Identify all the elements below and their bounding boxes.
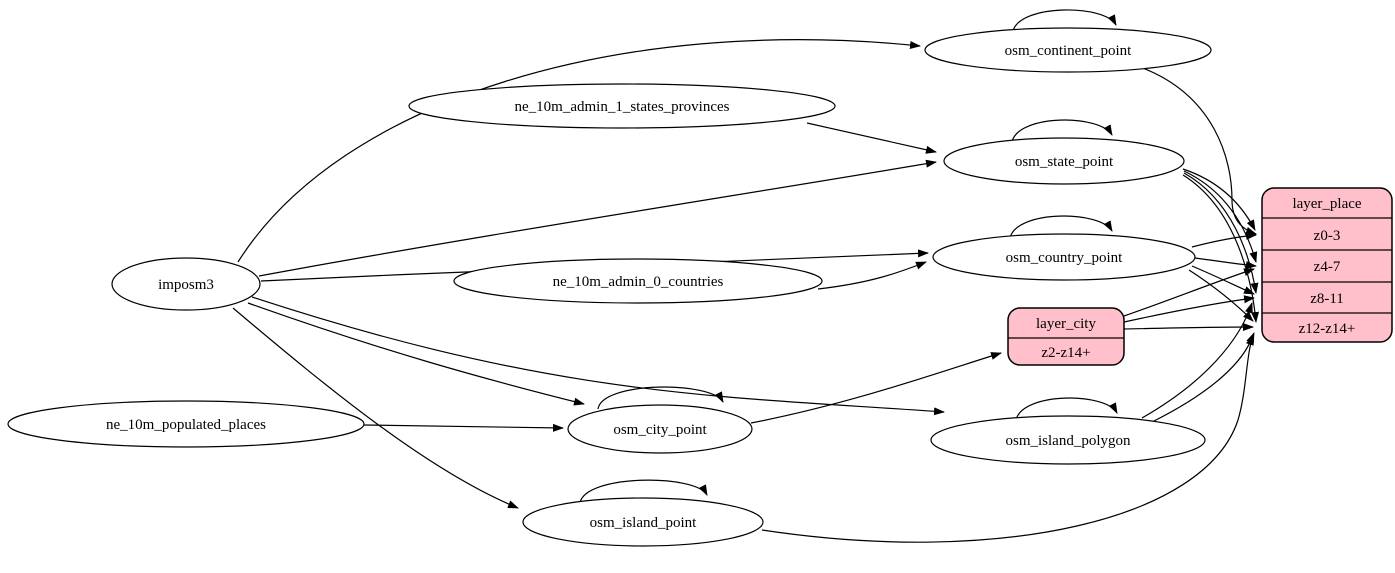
self-loop-osm-country-point — [1009, 215, 1113, 239]
ne-10m-admin-0-shape — [453, 258, 823, 304]
layer-city-row-z2-z14: z2-z14+ — [1041, 345, 1090, 361]
osm-state-point-label: osm_state_point — [1015, 154, 1114, 170]
osm-country-point-label: osm_country_point — [1006, 250, 1123, 266]
edge-country-layerplace-z4-7 — [1194, 257, 1257, 269]
layer-place-record: layer_place z0-3 z4-7 z8-11 z12-z14+ — [1261, 187, 1393, 343]
self-loop-osm-continent-point — [1012, 9, 1117, 32]
osm-island-polygon-shape — [930, 415, 1206, 465]
self-loop-osm-state-point — [1011, 119, 1113, 143]
osm-city-point-node: osm_city_point — [567, 404, 753, 454]
layer-place-row-z0-3: z0-3 — [1314, 228, 1341, 244]
edge-country-layerplace-z8-11 — [1191, 265, 1255, 295]
ne-10m-populated-places-label: ne_10m_populated_places — [106, 417, 266, 433]
layer-place-row-z8-11: z8-11 — [1310, 291, 1344, 307]
edge-imposm3-osm-state-point — [258, 159, 937, 277]
edges — [232, 9, 1260, 543]
edge-islandpoint-layerplace-z12-z14 — [761, 332, 1255, 543]
osm-continent-point-label: osm_continent_point — [1005, 43, 1132, 59]
edge-layercity-layerplace-z8-11 — [1123, 295, 1255, 323]
edge-country-layerplace-z12-z14 — [1188, 269, 1254, 322]
edge-ne-admin1-osm-state-point — [806, 122, 937, 154]
osm-island-polygon-label: osm_island_polygon — [1005, 433, 1131, 449]
osm-state-point-node: osm_state_point — [943, 137, 1185, 185]
ne-10m-populated-places-node: ne_10m_populated_places — [7, 400, 365, 448]
edge-state-layerplace-z0-3 — [1182, 168, 1256, 231]
layer-place-box — [1261, 187, 1393, 343]
layer-city-box — [1007, 307, 1125, 366]
layer-place-title: layer_place — [1292, 196, 1361, 212]
edge-layercity-layerplace-z12-z14 — [1123, 323, 1254, 332]
osm-island-polygon-node: osm_island_polygon — [930, 415, 1206, 465]
ne-10m-populated-places-shape — [7, 400, 365, 448]
osm-country-point-node: osm_country_point — [932, 233, 1196, 281]
self-loop-osm-island-polygon — [1015, 397, 1118, 421]
imposm3-label: imposm3 — [158, 277, 214, 293]
edge-islandpolygon-layerplace-z12-z14 — [1151, 334, 1254, 423]
edge-layercity-layerplace-z4-7 — [1123, 268, 1255, 317]
ne-10m-admin-0-countries-node: ne_10m_admin_0_countries — [453, 258, 823, 304]
edge-ne-populated-osm-city-point — [363, 423, 564, 432]
layer-city-record: layer_city z2-z14+ — [1007, 307, 1125, 366]
osm-island-point-label: osm_island_point — [590, 515, 698, 531]
ne-10m-admin-1-shape — [408, 83, 836, 129]
ne-10m-admin-0-label: ne_10m_admin_0_countries — [553, 274, 724, 290]
osm-continent-point-node: osm_continent_point — [924, 27, 1212, 73]
edge-ne-admin0-osm-country-point — [817, 261, 927, 290]
imposm3-shape — [111, 257, 261, 311]
edge-state-layerplace-z4-7 — [1183, 170, 1258, 263]
edge-islandpolygon-layerplace-z8-11 — [1141, 302, 1253, 419]
nodes: imposm3 ne_10m_admin_1_states_provinces … — [7, 27, 1212, 547]
osm-island-point-shape — [522, 497, 764, 547]
osm-city-point-shape — [567, 404, 753, 454]
osm-city-point-label: osm_city_point — [613, 422, 707, 438]
layer-place-row-z4-7: z4-7 — [1314, 259, 1341, 275]
edge-imposm3-osm-continent-point — [237, 39, 921, 263]
osm-continent-point-shape — [924, 27, 1212, 73]
edge-imposm3-osm-city-point — [247, 302, 585, 406]
edge-imposm3-osm-island-polygon — [251, 296, 945, 416]
osm-island-point-node: osm_island_point — [522, 497, 764, 547]
self-loop-osm-island-point — [579, 479, 708, 504]
edge-citypoint-layercity-z2-z14 — [750, 352, 1002, 424]
ne-10m-admin-1-label: ne_10m_admin_1_states_provinces — [515, 99, 730, 115]
osm-country-point-shape — [932, 233, 1196, 281]
self-loop-osm-city-point — [597, 386, 724, 410]
edge-country-layerplace-z0-3 — [1191, 231, 1257, 248]
edge-state-layerplace-z8-11 — [1183, 172, 1259, 294]
osm-state-point-shape — [943, 137, 1185, 185]
edge-state-layerplace-z12-z14 — [1182, 174, 1260, 323]
ne-10m-admin-1-states-provinces-node: ne_10m_admin_1_states_provinces — [408, 83, 836, 129]
layer-city-title: layer_city — [1036, 316, 1096, 332]
layer-place-row-z12-z14: z12-z14+ — [1299, 321, 1356, 337]
imposm3-node: imposm3 — [111, 257, 261, 311]
